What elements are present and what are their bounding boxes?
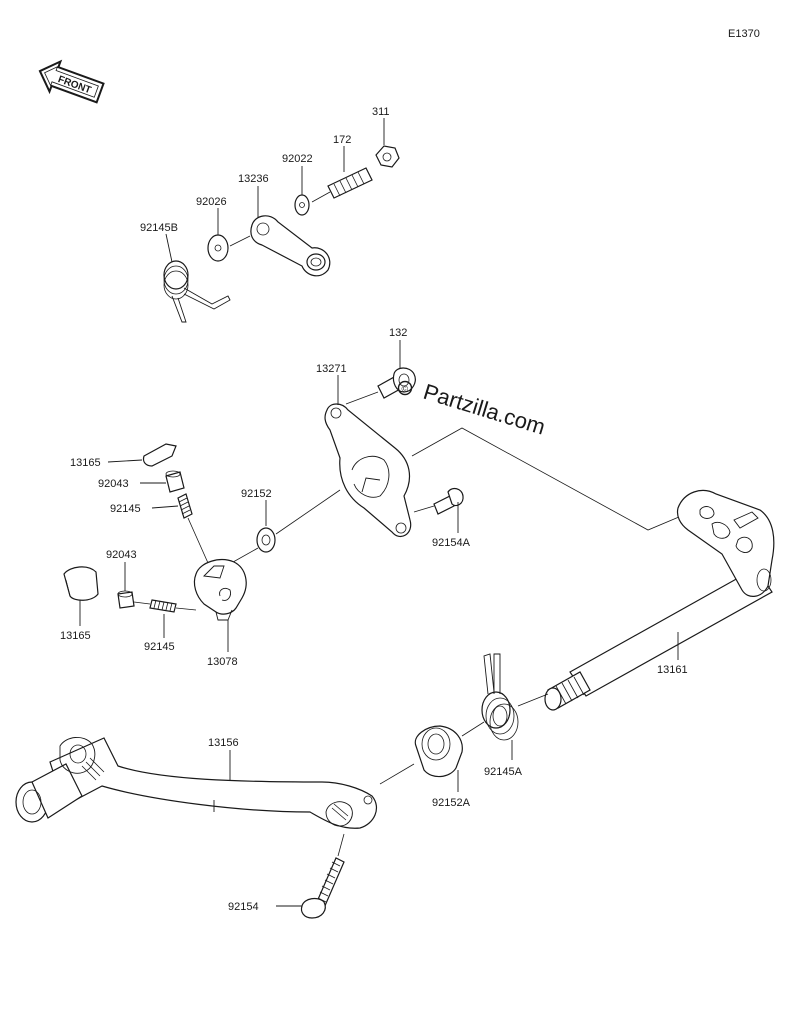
nut-311 xyxy=(375,145,400,168)
label-92154A: 92154A xyxy=(432,537,471,549)
label-92154: 92154 xyxy=(228,901,259,913)
label-92043-bottom: 92043 xyxy=(106,549,137,561)
washer-92022 xyxy=(294,194,310,216)
pedal-13156 xyxy=(15,737,377,829)
shaft-13161 xyxy=(544,489,775,711)
washer-92152 xyxy=(256,527,276,553)
label-13156: 13156 xyxy=(208,737,239,749)
spring-92145-top xyxy=(177,493,193,519)
label-13236: 13236 xyxy=(238,173,269,185)
bolt-92154 xyxy=(300,857,345,919)
label-92145-top: 92145 xyxy=(110,503,141,515)
label-92152A: 92152A xyxy=(432,797,471,809)
label-92022: 92022 xyxy=(282,153,313,165)
watermark-logo: © Partzilla.com xyxy=(397,379,549,440)
label-172: 172 xyxy=(333,134,351,146)
svg-text:©: © xyxy=(402,384,409,394)
front-arrow-icon: FRONT xyxy=(38,59,105,104)
label-92145B: 92145B xyxy=(140,222,178,234)
label-92145A: 92145A xyxy=(484,766,523,778)
screw-92154A xyxy=(433,487,464,515)
plate-13271 xyxy=(324,403,412,537)
label-13161: 13161 xyxy=(657,664,688,676)
pin-92043-top xyxy=(165,470,185,493)
washer-92026 xyxy=(207,234,229,262)
spring-92145-bottom xyxy=(149,599,177,613)
cam-13078 xyxy=(193,559,247,621)
label-13271: 13271 xyxy=(316,363,347,375)
label-92152: 92152 xyxy=(241,488,272,500)
label-92145-bottom: 92145 xyxy=(144,641,175,653)
pawl-13165-top xyxy=(142,443,177,467)
pin-92043-bottom xyxy=(117,590,135,609)
spring-92145A xyxy=(481,653,519,741)
leader-13271-shaft xyxy=(411,427,687,531)
collar-92152A xyxy=(414,725,463,778)
spring-92145B xyxy=(163,260,231,323)
label-132: 132 xyxy=(389,327,407,339)
pawl-13165-bottom xyxy=(63,566,99,601)
watermark-text: Partzilla.com xyxy=(421,379,549,440)
label-13165-bottom: 13165 xyxy=(60,630,91,642)
label-311: 311 xyxy=(372,106,390,118)
label-92026: 92026 xyxy=(196,196,227,208)
lever-13236 xyxy=(250,215,331,277)
label-13165-top: 13165 xyxy=(70,457,101,469)
diagram-id: E1370 xyxy=(728,28,760,40)
label-92043-top: 92043 xyxy=(98,478,129,490)
stud-172 xyxy=(327,167,373,199)
label-13078: 13078 xyxy=(207,656,238,668)
